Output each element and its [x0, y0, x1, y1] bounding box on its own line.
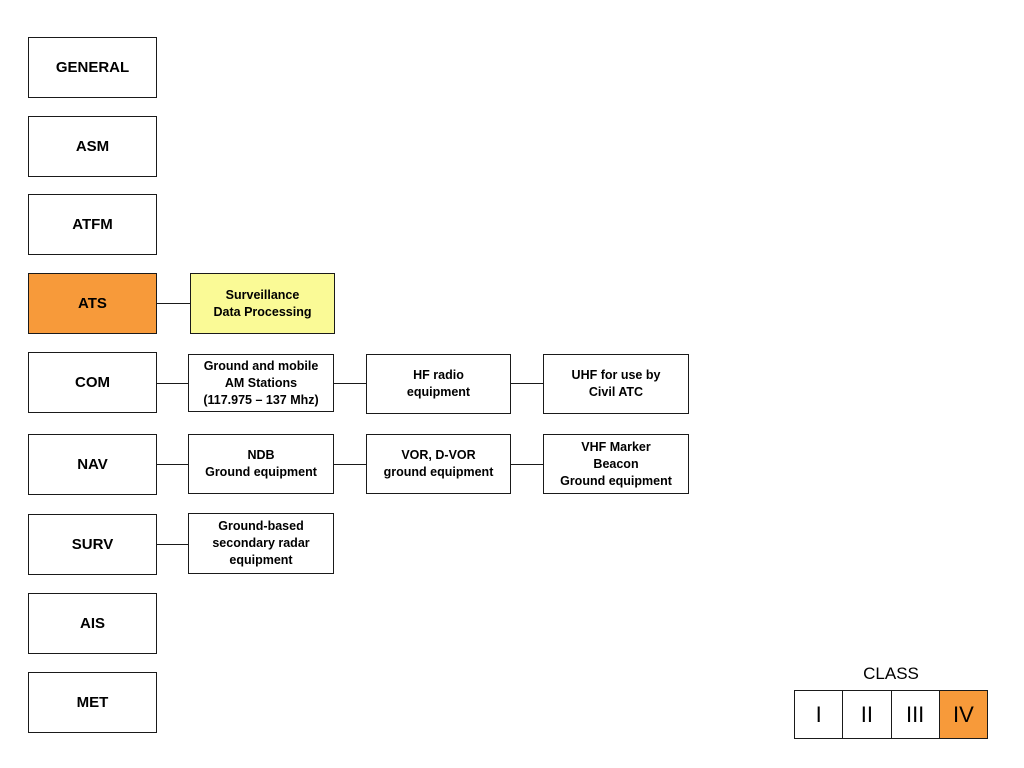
connector-nav-3: [511, 464, 543, 465]
connector-com-1: [157, 383, 188, 384]
nav-item-ndb: NDB Ground equipment: [188, 434, 334, 494]
category-ais: AIS: [28, 593, 157, 654]
class-legend-title: CLASS: [863, 664, 919, 683]
com-item-hf-radio: HF radio equipment: [366, 354, 511, 414]
category-surv: SURV: [28, 514, 157, 575]
com-item-am-stations: Ground and mobile AM Stations (117.975 –…: [188, 354, 334, 412]
category-asm: ASM: [28, 116, 157, 177]
category-atfm: ATFM: [28, 194, 157, 255]
class-level-ii: II: [843, 691, 892, 738]
surv-item-secondary-radar: Ground-based secondary radar equipment: [188, 513, 334, 574]
connector-nav-1: [157, 464, 188, 465]
connector-ats: [157, 303, 190, 304]
nav-item-vor-dvor: VOR, D-VOR ground equipment: [366, 434, 511, 494]
class-legend: I II III IV: [794, 690, 988, 739]
connector-nav-2: [334, 464, 366, 465]
class-level-i: I: [795, 691, 844, 738]
connector-com-2: [334, 383, 366, 384]
category-met: MET: [28, 672, 157, 733]
category-nav: NAV: [28, 434, 157, 495]
category-com: COM: [28, 352, 157, 413]
ats-item-surveillance-data-processing: Surveillance Data Processing: [190, 273, 335, 334]
nav-item-vhf-marker-beacon: VHF Marker Beacon Ground equipment: [543, 434, 689, 494]
category-general: GENERAL: [28, 37, 157, 98]
connector-surv: [157, 544, 188, 545]
com-item-uhf-civil-atc: UHF for use by Civil ATC: [543, 354, 689, 414]
connector-com-3: [511, 383, 543, 384]
category-ats: ATS: [28, 273, 157, 334]
class-level-iv: IV: [939, 691, 987, 738]
class-level-iii: III: [891, 691, 940, 738]
